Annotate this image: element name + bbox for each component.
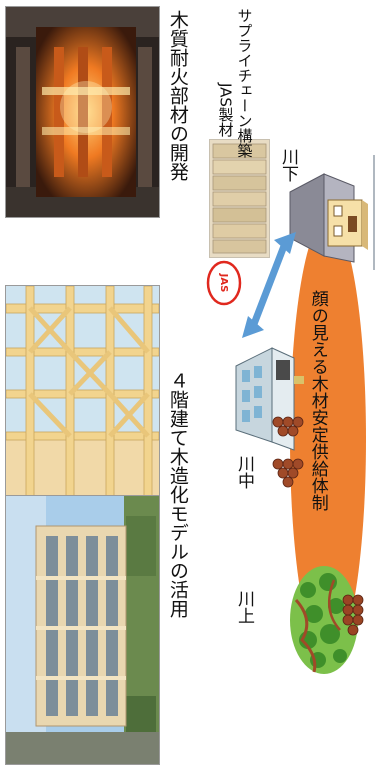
jas-mark-icon: JAS	[206, 260, 242, 306]
four-story-building-photo	[5, 495, 160, 765]
upstream-forest-icon	[290, 566, 364, 674]
fire-test-photo	[5, 6, 160, 218]
connection-arrow-icon	[242, 232, 296, 338]
supply-chain-caption: サプライチェーン構築	[235, 8, 254, 158]
downstream-label: 川下	[278, 148, 298, 182]
fire-test-illustration	[6, 7, 159, 217]
jas-lumber-photo	[209, 139, 270, 258]
timber-structure-photo	[5, 285, 160, 497]
supply-system-ellipse	[290, 217, 366, 661]
lumber-stack-illustration	[210, 140, 269, 257]
supply-system-caption: 顔の見える木材安定供給体制	[307, 290, 328, 511]
midstream-lumber-icon	[272, 416, 304, 488]
upstream-label: 川上	[234, 590, 254, 624]
building-illustration	[6, 496, 159, 764]
jas-mark-label: JAS	[218, 273, 229, 293]
four-story-caption: ４階建て木造化モデルの活用	[166, 371, 189, 618]
timber-beams-illustration	[6, 286, 159, 496]
jas-lumber-caption: JAS製材	[216, 83, 235, 137]
downstream-house-icon	[289, 173, 368, 263]
divider-line	[373, 155, 375, 270]
midstream-label: 川中	[234, 455, 254, 489]
fire-resistant-caption: 木質耐火部材の開発	[166, 10, 189, 181]
